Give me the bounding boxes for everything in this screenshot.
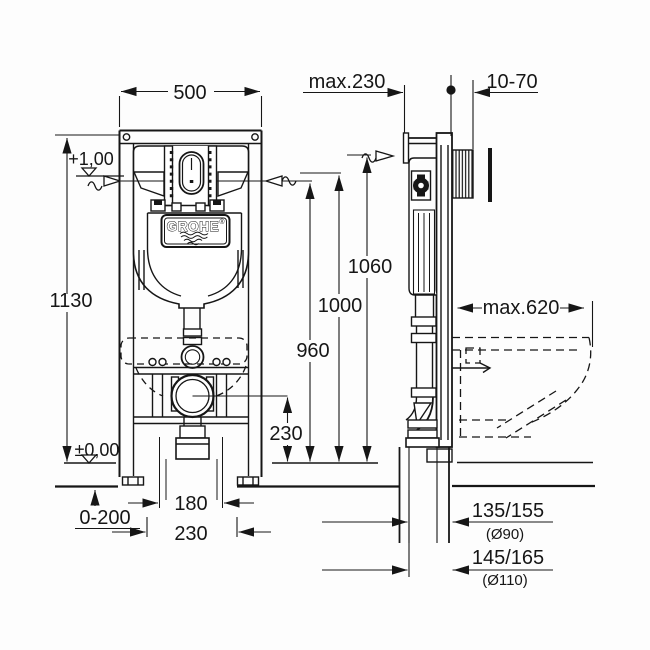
tank-inner-wall [146, 213, 182, 297]
dim-outlet-height: 230 [269, 397, 303, 462]
floor-level-label: ±0,00 [75, 440, 120, 460]
dim-wall-finish: 10-70 [472, 71, 538, 149]
brand-wave-icon [180, 235, 208, 239]
dim-height-960: 960 [296, 183, 330, 462]
dimensions: 500 max.230 10-70 1130 [49, 71, 594, 589]
foot-adjust-label: 0-200 [79, 507, 130, 529]
corner-screw-icon [251, 133, 259, 141]
flush-plate-oval-inner [181, 154, 202, 192]
upper-crossbar [133, 357, 249, 417]
dim-outlet-offsets: 135/155 (Ø90) 145/165 (Ø110) [322, 490, 553, 589]
dim-fixing-spacing: 230 [112, 517, 271, 545]
finished-wall-bar [488, 148, 492, 202]
dim-bowl-depth: max.620 [457, 297, 594, 347]
bowl-mounting-rod [452, 362, 492, 374]
flush-plate-window [163, 145, 218, 207]
dim-frame-depth: max.230 [303, 71, 406, 133]
break-arrow-icon [87, 175, 123, 191]
flush-bend-side [405, 295, 440, 448]
mounting-clips [147, 199, 242, 214]
outlet-dia-90-label: (Ø90) [486, 526, 524, 543]
wall-finish-label: 10-70 [486, 71, 537, 93]
dim-rod-spacing: 180 [128, 493, 254, 515]
foot-plate [121, 476, 145, 486]
brand-wave-icon [183, 238, 203, 243]
brand-wave-icon [179, 231, 209, 236]
dim-total-height: 1130 [49, 134, 119, 462]
right-wing-panel [217, 171, 250, 197]
height-1000-label: 1000 [318, 295, 363, 317]
cistern-side-profile [408, 157, 437, 296]
corner-screw-icon [122, 133, 131, 141]
level-marker-icon [80, 167, 98, 177]
dim-foot-adjust: 0-200 [75, 490, 140, 530]
outlet-offset-d90-label: 135/155 [472, 500, 544, 522]
level-marker-icon [80, 454, 98, 464]
side-view [398, 132, 592, 543]
wall-section-hatch [451, 149, 474, 199]
frame-depth-label: max.230 [309, 71, 386, 93]
wall-axis-marker [446, 75, 456, 136]
break-arrow-icon [263, 175, 297, 187]
level-marks: +1,00 ±0,00 [68, 149, 396, 464]
front-view: GROHE ® [118, 129, 312, 508]
outlet-height-label: 230 [269, 423, 302, 445]
brand-wave-icon [187, 241, 200, 246]
height-1060-label: 1060 [348, 256, 393, 278]
tank-inner-wall [207, 213, 243, 297]
meter-level-label: +1,00 [68, 149, 114, 169]
outlet-offset-d110-label: 145/165 [472, 547, 544, 569]
fixing-bolt-icon [222, 357, 231, 367]
ceramic-outline-dashed [120, 337, 248, 397]
axis-dot-icon [446, 85, 456, 95]
fixing-bolt-icon [212, 357, 221, 367]
frame-rail-side [426, 132, 453, 463]
brand-logo-text: GROHE [167, 219, 220, 234]
fixing-bolt-icon [148, 357, 157, 367]
height-960-label: 960 [296, 340, 329, 362]
rod-spacing-label: 180 [174, 493, 207, 515]
foot-plate [236, 476, 260, 486]
frame-width-label: 500 [173, 82, 206, 104]
fixing-bolt-icon [158, 357, 167, 367]
wall-bracket [402, 132, 437, 164]
wc-bowl-dashed-outline [452, 336, 592, 439]
mechanism-housing [412, 209, 436, 295]
dim-height-1060: 1060 [347, 154, 393, 462]
dim-height-1000: 1000 [300, 172, 363, 462]
flush-pipe-assembly [180, 308, 205, 369]
dim-frame-width: 500 [118, 82, 263, 127]
total-height-label: 1130 [49, 290, 92, 312]
floor-lines [55, 461, 595, 488]
bowl-depth-label: max.620 [483, 297, 560, 319]
rail-foot [426, 448, 453, 463]
drain-extension-lines [159, 437, 223, 508]
drain-socket [175, 417, 210, 460]
outlet-dia-110-label: (Ø110) [482, 572, 528, 589]
registered-mark: ® [219, 218, 225, 226]
brand-logo-plate: GROHE ® [160, 214, 231, 248]
valve-bolt-icon [413, 174, 429, 197]
fixing-spacing-label: 230 [174, 523, 207, 545]
lower-crossbar [133, 416, 249, 425]
